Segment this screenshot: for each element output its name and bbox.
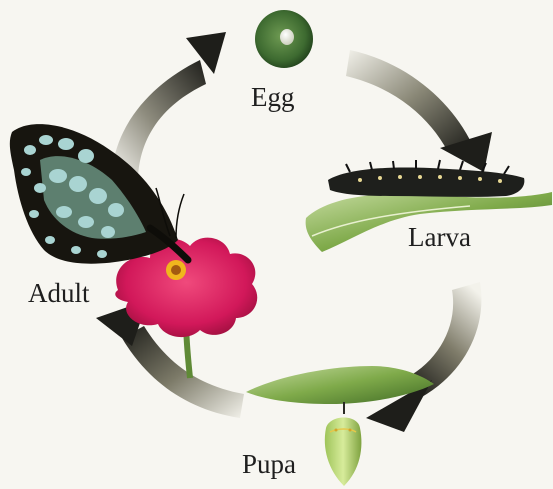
arrow-larva-to-pupa bbox=[366, 282, 481, 432]
chrysalis bbox=[325, 418, 362, 487]
butterfly bbox=[10, 124, 188, 264]
stage-label-pupa: Pupa bbox=[242, 451, 296, 478]
arrow-adult-to-egg bbox=[112, 32, 226, 178]
stage-label-egg: Egg bbox=[251, 84, 295, 111]
caterpillar bbox=[328, 160, 524, 197]
stage-label-larva: Larva bbox=[408, 224, 471, 251]
arrow-egg-to-larva bbox=[346, 50, 492, 172]
egg-photo bbox=[255, 10, 313, 68]
stage-label-adult: Adult bbox=[28, 280, 90, 307]
